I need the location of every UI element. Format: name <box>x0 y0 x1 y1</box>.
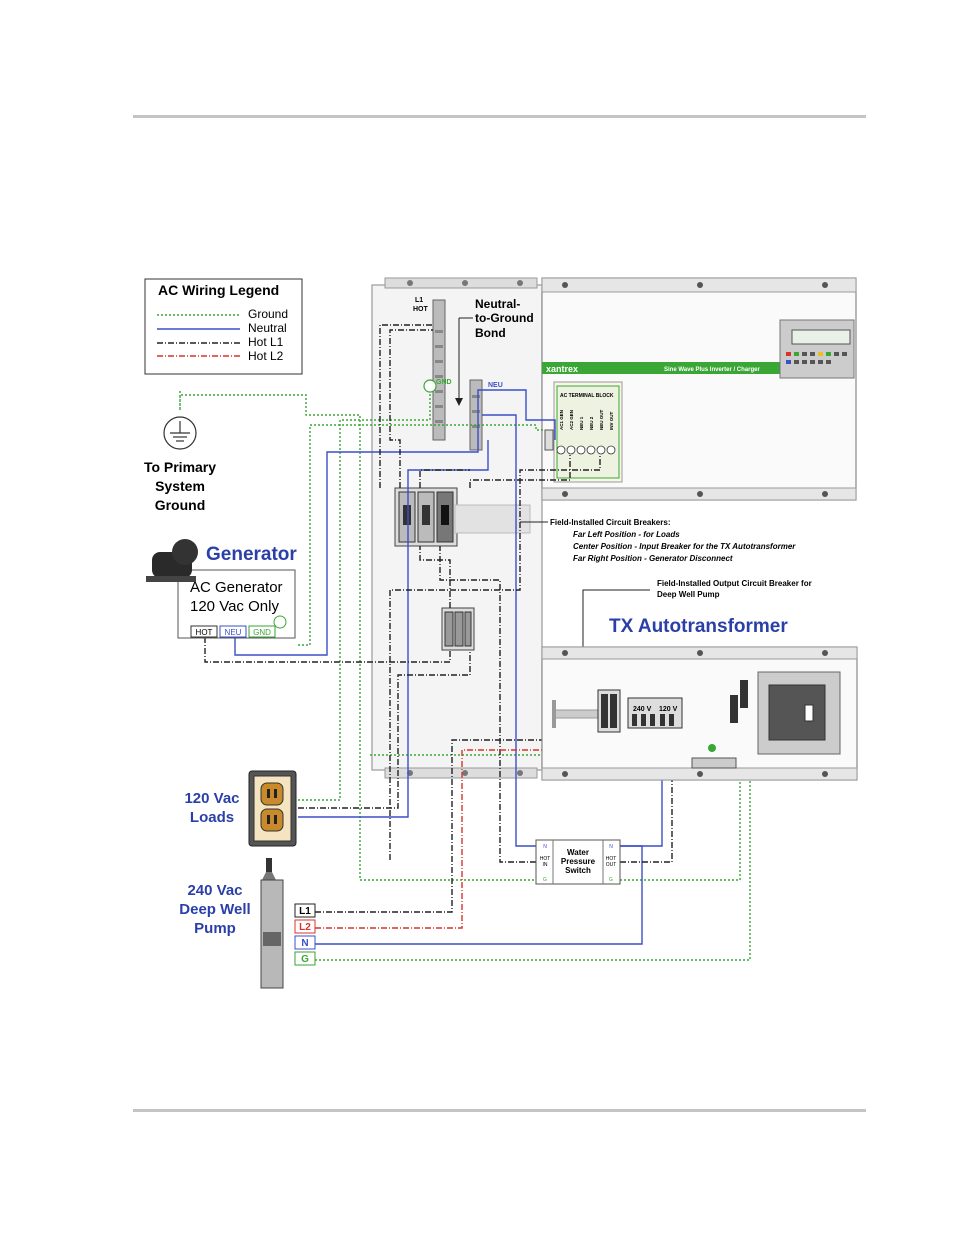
system-ground-label-3: Ground <box>155 497 206 513</box>
output-breaker-note-1: Field-Installed Output Circuit Breaker f… <box>657 579 812 588</box>
system-ground: To Primary System Ground <box>144 416 216 513</box>
loads-120vac: 120 Vac Loads <box>184 770 297 847</box>
gnd-label: GND <box>436 379 452 386</box>
bond-label-1: Neutral- <box>475 297 520 311</box>
switch-left-n: N <box>543 844 547 850</box>
footer-rule <box>133 1109 866 1112</box>
gen-neu-terminal: NEU <box>225 628 242 637</box>
legend-neutral: Neutral <box>248 321 287 335</box>
switch-left-in: IN <box>543 862 548 868</box>
l1-label: L1 <box>415 297 423 304</box>
output-breaker-note-2: Deep Well Pump <box>657 590 720 599</box>
pump-l2-terminal: L2 <box>299 922 311 933</box>
wiring-legend: AC Wiring Legend Ground Neutral Hot L1 H… <box>144 278 303 375</box>
gen-gnd-terminal: GND <box>253 628 271 637</box>
legend-title: AC Wiring Legend <box>158 282 279 298</box>
v240-label: 240 V <box>633 706 652 713</box>
generator-line-2: 120 Vac Only <box>190 598 279 615</box>
loads-label-2: Loads <box>190 809 234 826</box>
autotransformer-title: TX Autotransformer <box>609 616 788 637</box>
legend-hot-l2: Hot L2 <box>248 349 284 363</box>
v120-label: 120 V <box>659 706 678 713</box>
switch-right-n: N <box>609 844 613 850</box>
deep-well-pump: 240 Vac Deep Well Pump L1 L2 N G <box>179 858 316 989</box>
brand-label: xantrex <box>546 364 578 374</box>
water-pressure-switch: Water Pressure Switch N HOT IN G N HOT O… <box>535 839 621 885</box>
switch-label-2: Pressure <box>561 857 596 866</box>
panel-breaker-block <box>441 607 475 651</box>
terminal-block-title: AC TERMINAL BLOCK <box>560 393 614 399</box>
system-ground-label-2: System <box>155 478 205 494</box>
switch-right-out: OUT <box>606 862 617 868</box>
pump-label-2: Deep Well <box>179 901 250 918</box>
pump-l1-terminal: L1 <box>299 906 311 917</box>
switch-left-g: G <box>543 877 547 883</box>
inverter-charger: xantrex Sine Wave Plus Inverter / Charge… <box>541 277 857 501</box>
legend-hot-l1: Hot L1 <box>248 335 284 349</box>
terminal-inv-out: INV OUT <box>609 411 614 430</box>
generator-line-1: AC Generator <box>190 579 283 596</box>
switch-left-hot: HOT <box>540 856 551 862</box>
terminal-ac1: AC1 GEN <box>559 410 564 430</box>
switch-right-g: G <box>609 877 613 883</box>
breakers-title: Field-Installed Circuit Breakers: <box>550 518 670 527</box>
switch-label-1: Water <box>567 848 589 857</box>
gen-hot-terminal: HOT <box>196 628 213 637</box>
pump-n-terminal: N <box>301 938 308 949</box>
pump-g-terminal: G <box>301 954 309 965</box>
pump-label-1: 240 Vac <box>187 882 242 899</box>
hot-label: HOT <box>413 306 429 313</box>
breakers-center: Center Position - Input Breaker for the … <box>573 542 796 551</box>
terminal-neu1: NEU 1 <box>579 416 584 430</box>
bond-label-3: Bond <box>475 326 506 340</box>
bond-label-2: to-Ground <box>475 311 534 325</box>
loads-label-1: 120 Vac <box>184 790 239 807</box>
breakers-left: Far Left Position - for Loads <box>573 530 680 539</box>
legend-ground: Ground <box>248 307 288 321</box>
switch-label-3: Switch <box>565 866 591 875</box>
pump-label-3: Pump <box>194 920 236 937</box>
switch-right-hot: HOT <box>606 856 617 862</box>
breaker-notes: Field-Installed Circuit Breakers: Far Le… <box>520 518 812 599</box>
pump-icon <box>260 858 284 989</box>
terminal-neu2: NEU 2 <box>589 416 594 430</box>
generator-title: Generator <box>206 544 297 565</box>
outlet-icon <box>248 770 297 847</box>
terminal-neu-out: NEU OUT <box>599 409 604 430</box>
breakers-right: Far Right Position - Generator Disconnec… <box>573 554 733 563</box>
header-rule <box>133 115 866 118</box>
tx-autotransformer: TX Autotransformer 240 V 120 V <box>541 616 858 781</box>
system-ground-label-1: To Primary <box>144 459 216 475</box>
generator-icon <box>146 539 198 582</box>
panel-circuit-breakers <box>394 487 458 547</box>
distribution-panel: L1 HOT GND NEU Neutral- to-Ground Bond <box>371 277 543 779</box>
generator: Generator AC Generator 120 Vac Only HOT … <box>146 539 297 639</box>
model-label: Sine Wave Plus Inverter / Charger <box>664 367 760 373</box>
neu-label: NEU <box>488 382 503 389</box>
terminal-ac2: AC2 GEN <box>569 410 574 430</box>
